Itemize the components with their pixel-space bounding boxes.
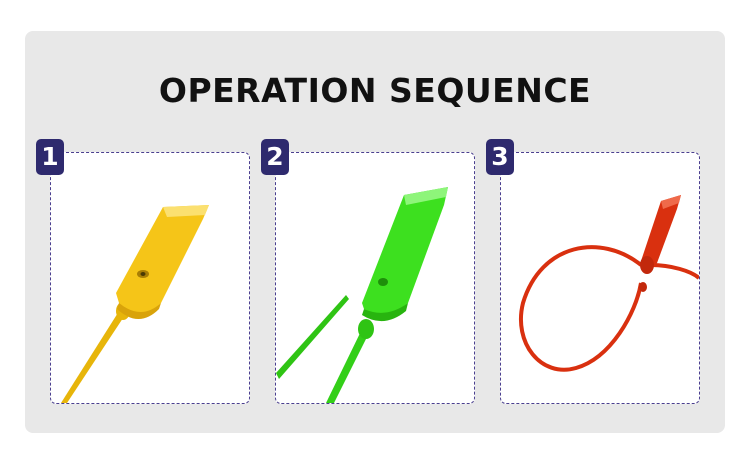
step-2-badge: 2 xyxy=(261,139,289,175)
yellow-seal-image xyxy=(61,205,209,403)
step-2-card xyxy=(275,152,475,404)
page-title: OPERATION SEQUENCE xyxy=(158,71,592,110)
step-1-badge: 1 xyxy=(36,139,64,175)
step-3-card xyxy=(500,152,700,404)
operation-sequence-panel: OPERATION SEQUENCE 1 2 xyxy=(25,31,725,433)
green-seal-image xyxy=(276,187,448,403)
step-3-badge: 3 xyxy=(486,139,514,175)
step-1-card xyxy=(50,152,250,404)
red-seal-image xyxy=(519,195,699,372)
